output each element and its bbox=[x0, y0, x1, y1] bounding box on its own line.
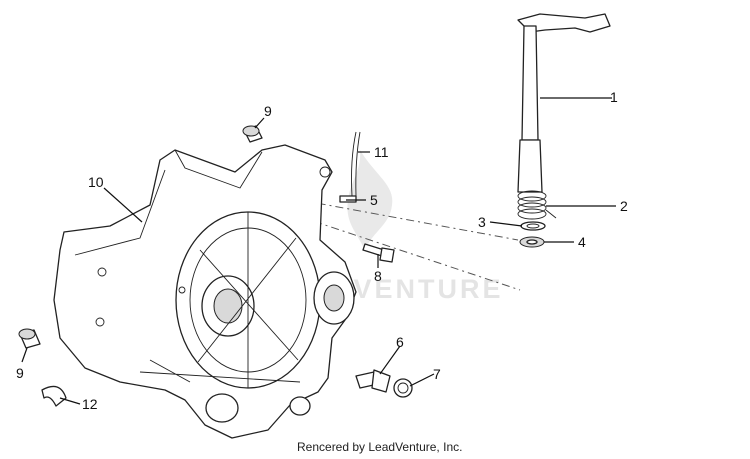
breather-hose bbox=[351, 131, 361, 197]
kick-shaft bbox=[517, 13, 611, 193]
callout-7: 7 bbox=[433, 366, 441, 382]
o-ring bbox=[393, 378, 413, 398]
bolt-short bbox=[362, 243, 395, 263]
plain-washer bbox=[519, 236, 545, 248]
render-credit: Rencered by LeadVenture, Inc. bbox=[297, 440, 462, 454]
callout-1: 1 bbox=[610, 89, 618, 105]
leader-3 bbox=[489, 221, 523, 227]
thrust-washer bbox=[520, 221, 546, 231]
leader-9b bbox=[21, 347, 28, 363]
leader-lines bbox=[21, 97, 616, 405]
callout-8: 8 bbox=[374, 268, 382, 284]
dowel-pin-top bbox=[242, 125, 263, 143]
callout-4: 4 bbox=[578, 234, 586, 250]
callout-6: 6 bbox=[396, 334, 404, 350]
callout-2: 2 bbox=[620, 198, 628, 214]
callout-12: 12 bbox=[82, 396, 98, 412]
return-spring bbox=[517, 190, 557, 220]
clamp bbox=[41, 385, 67, 407]
dowel-pin-left bbox=[18, 328, 41, 349]
leader-9a bbox=[254, 117, 265, 129]
leader-12 bbox=[59, 397, 81, 405]
leader-7 bbox=[409, 373, 435, 387]
callout-11: 11 bbox=[374, 144, 389, 160]
callout-10: 10 bbox=[88, 174, 104, 190]
callout-3: 3 bbox=[478, 214, 486, 230]
callout-9-top: 9 bbox=[264, 103, 272, 119]
crankcase-half bbox=[53, 144, 357, 439]
breather-fitting bbox=[339, 195, 357, 203]
leader-6 bbox=[379, 345, 401, 375]
callout-9-left: 9 bbox=[16, 365, 24, 381]
callout-labels: 1 2 3 4 5 6 7 8 9 9 10 11 12 bbox=[16, 89, 628, 412]
drain-bolt bbox=[355, 369, 391, 393]
leader-10 bbox=[103, 187, 143, 223]
callout-5: 5 bbox=[370, 192, 378, 208]
